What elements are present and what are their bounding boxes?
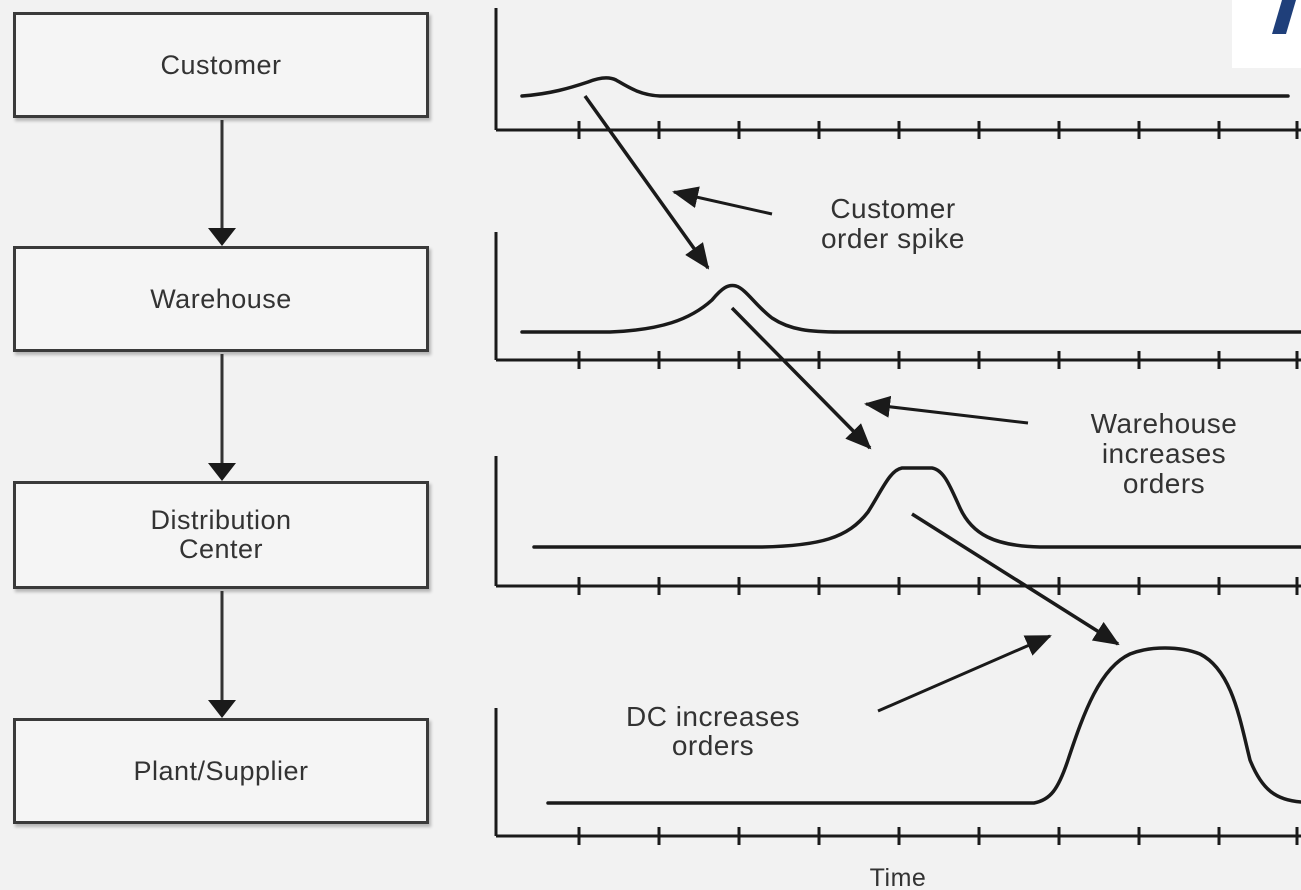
- curve-dc: [532, 466, 1301, 549]
- flow-arrows: [208, 120, 236, 718]
- ticks-plant: [577, 827, 1299, 845]
- ticks-customer: [577, 121, 1299, 139]
- pointer-warehouse-increases: [864, 395, 1029, 425]
- propagation-arrows: [583, 94, 1120, 646]
- axes-customer: [494, 8, 1301, 132]
- pointer-dc-increases: [877, 634, 1052, 713]
- annotation-labels: Customer order spike Warehouse increases…: [626, 193, 1237, 890]
- stage-label-dc-line1: Distribution: [150, 505, 292, 535]
- axes-plant: [494, 708, 1301, 838]
- flow-arrowhead-1: [208, 228, 236, 246]
- stage-label-customer: Customer: [160, 49, 282, 80]
- demand-curves: [520, 76, 1301, 805]
- stage-label-plant: Plant/Supplier: [133, 755, 309, 786]
- label-dc-increases-line2: orders: [672, 730, 754, 761]
- stage-box-customer: Customer: [13, 12, 429, 118]
- label-warehouse-increases-line3: orders: [1123, 468, 1205, 499]
- corner-patch: [1232, 0, 1301, 68]
- label-dc-increases-line1: DC increases: [626, 701, 800, 732]
- propagation-arrow-1: [583, 94, 710, 270]
- curve-plant: [546, 646, 1301, 805]
- stage-box-distribution-center: Distribution Center: [13, 481, 429, 589]
- label-customer-spike-line1: Customer: [830, 193, 955, 224]
- label-warehouse-increases-line2: increases: [1102, 438, 1226, 469]
- pointer-customer-spike: [672, 186, 773, 216]
- stage-box-warehouse: Warehouse: [13, 246, 429, 352]
- flow-arrowhead-2: [208, 463, 236, 481]
- propagation-arrow-2: [730, 306, 872, 450]
- curve-customer: [520, 76, 1290, 98]
- blue-slash-mark-icon: [1272, 0, 1296, 34]
- stage-label-dc-line2: Center: [178, 534, 264, 564]
- x-axis-label: Time: [870, 864, 927, 890]
- ticks-dc: [577, 577, 1299, 595]
- stage-label-warehouse: Warehouse: [150, 283, 292, 314]
- label-warehouse-increases-line1: Warehouse: [1091, 408, 1238, 439]
- propagation-arrow-3: [911, 512, 1120, 646]
- stage-box-plant-supplier: Plant/Supplier: [13, 718, 429, 824]
- annotation-pointers: [672, 186, 1052, 713]
- flow-arrowhead-3: [208, 700, 236, 718]
- label-customer-spike-line2: order spike: [821, 223, 965, 254]
- tick-marks: [577, 121, 1299, 845]
- curve-warehouse: [520, 283, 1301, 334]
- ticks-warehouse: [577, 351, 1299, 369]
